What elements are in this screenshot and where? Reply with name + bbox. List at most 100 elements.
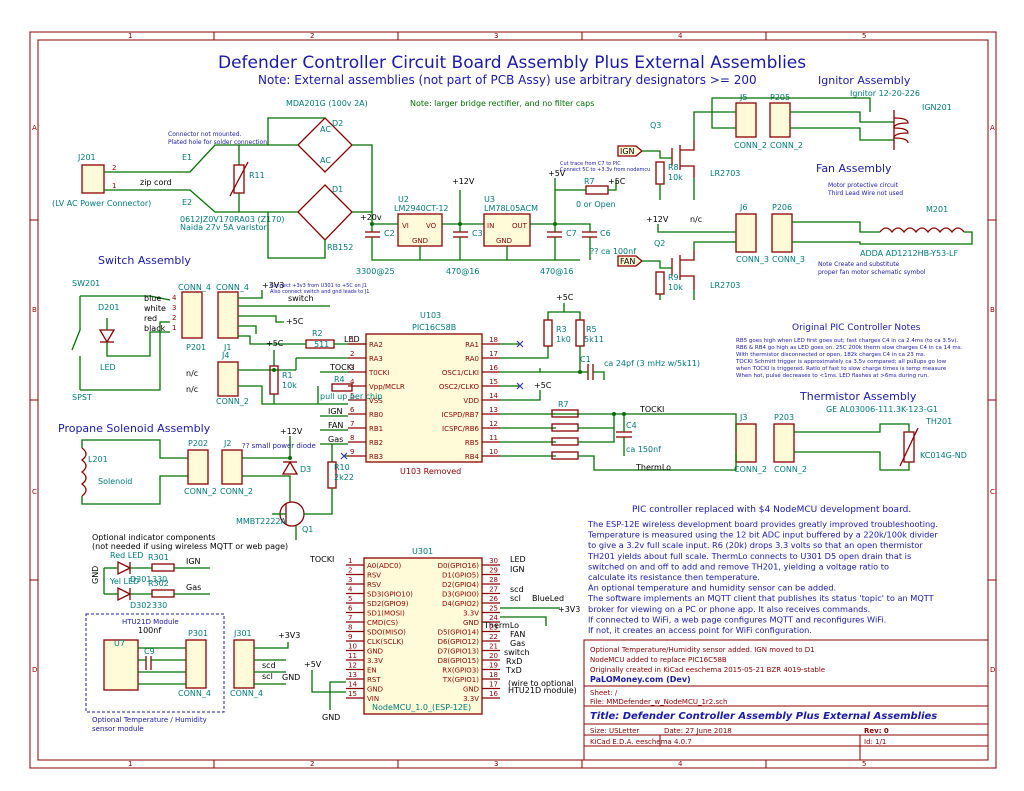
- yel-led-label: Yel LED: [109, 577, 139, 586]
- u103-right-pins: RA118RA017OSC1/CLKI16OSC2/CLKO15VDD14ICS…: [439, 336, 500, 461]
- ignitor-section-title: Ignitor Assembly: [818, 74, 911, 87]
- u301-left-name-9: GND: [367, 648, 383, 656]
- connector-note-1: Connector not mounted.: [168, 131, 242, 138]
- u301-left-name-3: SD3(GPIO10): [367, 591, 413, 599]
- esp-paragraph-line-3: TH201 yields about full scale. ThermLo c…: [587, 551, 911, 561]
- j6-value: CONN_3: [736, 255, 769, 264]
- u103-left-name-8: RB3: [369, 453, 383, 461]
- sw201-ref: SW201: [72, 279, 100, 288]
- net-plus5c-r7: +5C: [608, 177, 626, 186]
- p201-connector: [181, 291, 203, 339]
- net-led-r2: LED: [344, 335, 360, 344]
- svg-text:2: 2: [172, 314, 176, 322]
- j3-connector: [735, 423, 757, 463]
- u103-left-num-2: 3: [350, 364, 354, 372]
- j2-connector: [221, 449, 243, 485]
- fan-symbol-note-1: Note Create and substitute: [818, 261, 900, 268]
- u103-left-num-8: 9: [350, 448, 354, 456]
- drawing-title: Title: Defender Controller Assembly Plus…: [590, 711, 937, 722]
- r9-ref: R9: [668, 273, 679, 282]
- u301-right-num-3: 27: [489, 586, 498, 594]
- u301-right-name-14: 3.3V: [463, 695, 479, 703]
- u103-left-name-3: Vpp/MCLR: [369, 383, 405, 391]
- u103-left-name-5: RB0: [369, 411, 383, 419]
- ign-net-flag: [617, 145, 644, 157]
- u103-left-name-4: VSS: [369, 397, 383, 405]
- svg-text:2: 2: [112, 164, 116, 172]
- p205-value: CONN_2: [770, 141, 803, 150]
- j201-ref: J201: [77, 153, 96, 162]
- net-gnd-u301: GND: [322, 713, 340, 722]
- r2-ref: R2: [312, 329, 323, 338]
- col-label-2: 2: [310, 32, 314, 40]
- d201-led: [98, 329, 116, 344]
- thermistor-assembly: Thermistor Assembly GE AL03006-111.3K-12…: [551, 390, 967, 474]
- u301-right-name-13: GND: [463, 686, 479, 694]
- wire-color-red: red: [144, 314, 157, 323]
- c4-value: ca 150nf: [626, 445, 661, 454]
- d302-led: [117, 586, 132, 602]
- esp-paragraph-line-7: The software implements an MQTT client t…: [587, 593, 935, 603]
- p206-ref: P206: [772, 203, 792, 212]
- u103-value: PIC16C58B: [412, 323, 456, 332]
- u301-left-num-0: 1: [348, 557, 352, 565]
- u301-left-name-10: 3.3V: [367, 657, 383, 665]
- switch-conn-note-1: Connect +3v3 from U301 to +5C on J1: [270, 283, 367, 289]
- net-thermlo-u301: ThermLo: [483, 621, 519, 630]
- u301-right-num-0: 30: [489, 557, 498, 565]
- net-led-u301: LED: [510, 555, 526, 564]
- sheet-path: Sheet: /: [590, 689, 618, 697]
- u103-pic: U103 PIC16C58B U103 Removed RA21RA32T0CK…: [295, 311, 556, 476]
- p301-value: CONN_4: [178, 689, 211, 698]
- esp-paragraph-line-1: Temperature is measured using the 12 bit…: [587, 530, 938, 540]
- rev-note-1: Optional Temperature/Humidity sensor add…: [590, 646, 815, 654]
- row-label-a-right: A: [990, 124, 995, 132]
- u301-right-name-4: D4(GPIO2): [442, 600, 479, 608]
- col-label-5: 5: [862, 32, 866, 40]
- net-plus5c-r1: +5C: [266, 339, 284, 348]
- m201-fan-motor: [879, 227, 965, 234]
- net-switch-j1: switch: [288, 294, 314, 303]
- u301-left-name-6: CMD(CS): [367, 619, 398, 627]
- u103-right-num-4: 14: [489, 392, 498, 400]
- fan-net-flag: [617, 255, 644, 267]
- net-tocki-left: TOCKI: [329, 363, 354, 372]
- net-fan-flag: FAN: [620, 257, 635, 266]
- p203-value: CONN_2: [774, 465, 807, 474]
- ignitor-value: Ignitor 12-20-226: [850, 89, 920, 98]
- u301-right-name-12: TX(GPIO1): [442, 676, 479, 684]
- u2-gnd-label: GND: [412, 237, 428, 245]
- r10-value: 2k22: [334, 473, 354, 482]
- m201-ref: M201: [926, 205, 948, 214]
- u103-right-name-4: VDD: [463, 397, 479, 405]
- r7-note-1: Cut trace from C7 to PIC: [560, 161, 621, 167]
- rev-note-3: Originally created in KiCad eeschema 201…: [590, 666, 825, 674]
- d3-ref: D3: [300, 465, 311, 474]
- r4-resistor: [331, 383, 353, 392]
- r5-ref: R5: [586, 325, 597, 334]
- sw201-value: SPST: [72, 393, 92, 402]
- u301-left-num-3: 4: [348, 586, 353, 594]
- d201-value: LED: [100, 363, 116, 372]
- htu-capacitor-value: 100nf: [138, 626, 161, 635]
- q3-value: LR2703: [710, 169, 740, 178]
- sheet-rev: Rev: 0: [864, 727, 889, 735]
- net-plus5c-j1: +5C: [286, 317, 304, 326]
- svg-text:1: 1: [112, 182, 116, 190]
- esp-paragraph-line-0: The ESP-12E wireless development board p…: [587, 519, 938, 529]
- j4-nc-1: n/c: [186, 369, 198, 378]
- net-fan-pic: FAN: [328, 421, 343, 430]
- red-led-label: Red LED: [110, 551, 143, 560]
- j301-value: CONN_4: [230, 689, 263, 698]
- u301-left-num-11: 12: [348, 662, 357, 670]
- d1-bridge: [297, 184, 353, 241]
- u301-left-num-6: 7: [348, 614, 352, 622]
- net-scl-htu: scl: [262, 672, 273, 681]
- svg-text:AC: AC: [320, 125, 331, 134]
- rev-note-2: NodeMCU added to replace PIC16C58B: [590, 656, 727, 664]
- net-gas-u301: Gas: [510, 639, 525, 648]
- indicator-note-1: Optional indicator components: [92, 533, 216, 542]
- r11-value-2: Naida 27v 5A varistor: [180, 223, 268, 232]
- net-rxd-u301: RxD: [506, 657, 522, 666]
- orig-note-6: When hot, pulse decreases to <1ms. LED f…: [736, 373, 929, 379]
